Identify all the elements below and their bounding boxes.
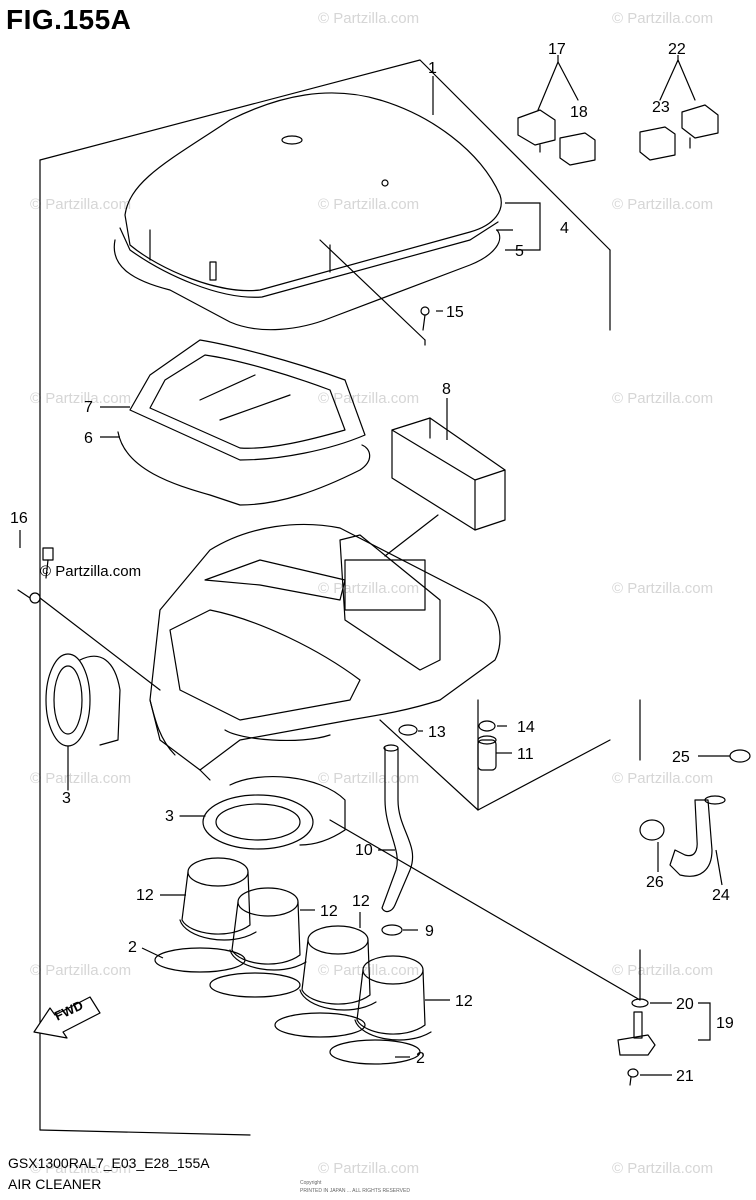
callout-24: 24	[712, 887, 730, 904]
intake-duct-left	[45, 653, 121, 791]
callout-5: 5	[515, 243, 524, 260]
watermark: © Partzilla.com	[612, 580, 714, 597]
callout-19: 19	[716, 1015, 734, 1032]
intake-duct-center	[179, 776, 346, 850]
callout-7: 7	[84, 399, 93, 416]
callout-22: 22	[668, 41, 686, 58]
mesh-box	[384, 417, 506, 557]
watermark: © Partzilla.com	[318, 196, 420, 213]
callout-16: 16	[10, 510, 28, 527]
watermark: © Partzilla.com	[612, 390, 714, 407]
callout-6: 6	[84, 430, 93, 447]
callout-12-b: 12	[320, 903, 338, 920]
watermark: © Partzilla.com	[30, 770, 132, 787]
watermark: © Partzilla.com	[318, 390, 420, 407]
callout-10: 10	[355, 842, 373, 859]
figure-title: FIG.155A	[6, 4, 132, 35]
boot-12-a	[179, 857, 257, 941]
watermark-prominent: © Partzilla.com	[40, 563, 142, 580]
callout-9: 9	[425, 923, 434, 940]
callout-18: 18	[570, 104, 588, 121]
callout-20: 20	[676, 996, 694, 1013]
cap-23	[639, 126, 676, 161]
watermark: © Partzilla.com	[318, 1160, 420, 1177]
screw-15	[319, 239, 430, 346]
section-name: AIR CLEANER	[8, 1176, 102, 1192]
connector-17	[517, 109, 556, 153]
callout-4: 4	[560, 220, 569, 237]
copyright-fine-print: Copyright	[300, 1180, 322, 1186]
clamp-26	[639, 819, 665, 841]
connector-22	[681, 104, 719, 149]
clip-14	[478, 720, 496, 732]
clip-13	[398, 724, 418, 736]
fwd-arrow	[33, 996, 101, 1039]
sensor-19	[617, 1011, 656, 1056]
watermark: © Partzilla.com	[612, 10, 714, 27]
cap-18	[559, 132, 596, 166]
callout-12-c: 12	[352, 893, 370, 910]
boot-12-d	[354, 955, 432, 1041]
watermark: © Partzilla.com	[318, 770, 420, 787]
boot-12-c	[299, 925, 377, 1011]
filter-element	[117, 339, 371, 506]
callout-15: 15	[446, 304, 464, 321]
bracket-17	[537, 61, 579, 111]
callout-2-lower: 2	[416, 1050, 425, 1067]
callout-17: 17	[548, 41, 566, 58]
callout-13: 13	[428, 724, 446, 741]
hose-24	[669, 795, 726, 877]
callout-8: 8	[442, 381, 451, 398]
watermark: © Partzilla.com	[30, 196, 132, 213]
screw-21	[627, 1068, 639, 1086]
model-code: GSX1300RAL7_E03_E28_155A	[8, 1155, 210, 1171]
assembly-frame	[39, 59, 641, 1136]
callout-3-center: 3	[165, 808, 174, 825]
bolt-16	[17, 547, 161, 691]
watermark: © Partzilla.com	[30, 390, 132, 407]
watermark: © Partzilla.com	[612, 962, 714, 979]
clamp-2-upper	[154, 947, 301, 998]
clip-9	[381, 924, 403, 936]
watermark: © Partzilla.com	[612, 196, 714, 213]
air-cleaner-case	[149, 523, 501, 781]
callout-21: 21	[676, 1068, 694, 1085]
callout-3-left: 3	[62, 790, 71, 807]
callout-1: 1	[428, 60, 437, 77]
callout-12-a: 12	[136, 887, 154, 904]
callout-14: 14	[517, 719, 535, 736]
watermark: © Partzilla.com	[30, 1160, 132, 1177]
callout-23: 23	[652, 99, 670, 116]
callout-26: 26	[646, 874, 664, 891]
cover-seal	[113, 229, 501, 331]
copyright-fine-print: PRINTED IN JAPAN ... ALL RIGHTS RESERVED	[300, 1188, 410, 1194]
drain-hose-10	[381, 744, 414, 913]
bracket-22	[659, 59, 696, 101]
callout-2-upper: 2	[128, 939, 137, 956]
watermark: © Partzilla.com	[318, 10, 420, 27]
watermark: © Partzilla.com	[30, 962, 132, 979]
washer-20	[631, 998, 649, 1008]
watermark: © Partzilla.com	[612, 1160, 714, 1177]
callout-11: 11	[517, 746, 534, 763]
watermark: © Partzilla.com	[612, 770, 714, 787]
clip-25	[729, 749, 751, 763]
clamp-2-lower	[274, 1012, 421, 1065]
callout-12-d: 12	[455, 993, 473, 1010]
callout-25: 25	[672, 749, 690, 766]
cap-11	[477, 735, 497, 771]
